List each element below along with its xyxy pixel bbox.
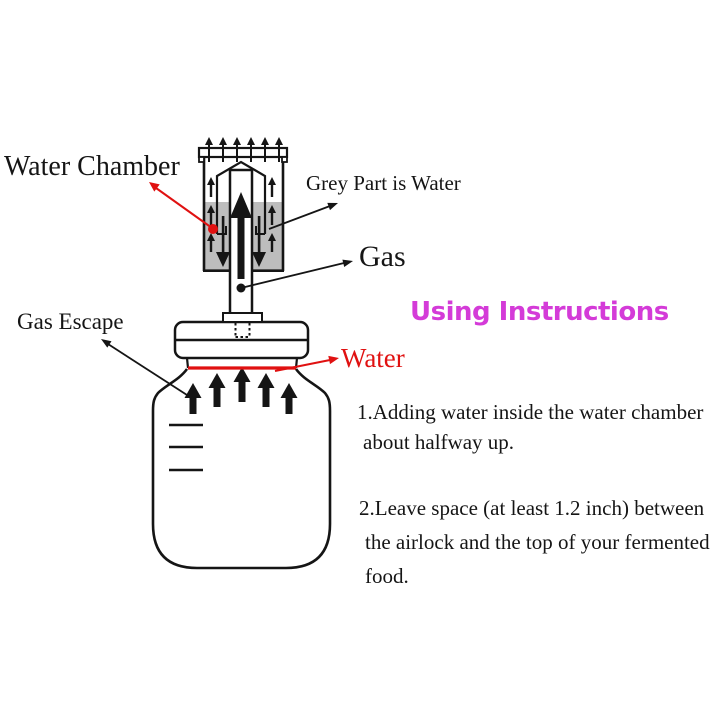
small-up-arrow xyxy=(268,233,276,252)
gas-up-arrow xyxy=(184,383,202,414)
vent-arrow xyxy=(275,137,283,162)
pointer-water-chamber xyxy=(149,182,218,234)
gas-escape-label: Gas Escape xyxy=(17,309,124,334)
cap-vent-arrows xyxy=(205,137,283,162)
instruction-step-1: 1.Adding water inside the water chamber … xyxy=(357,397,703,457)
vent-arrow xyxy=(205,137,213,162)
dome-foot-right xyxy=(255,226,265,235)
lid-skirt-left xyxy=(185,357,190,369)
stem-dashed-insert xyxy=(234,323,251,338)
airlock-cap xyxy=(197,137,289,163)
water-chamber-label: Water Chamber xyxy=(4,151,180,182)
instruction-step-2: 2.Leave space (at least 1.2 inch) betwee… xyxy=(359,491,710,593)
vent-arrow xyxy=(233,137,241,162)
instruction-line: about halfway up. xyxy=(363,430,515,454)
down-arrow xyxy=(252,216,266,267)
jar xyxy=(151,367,332,570)
instruction-line: 2.Leave space (at least 1.2 inch) betwee… xyxy=(359,496,705,520)
vent-arrow xyxy=(261,137,269,162)
pointer-gas xyxy=(236,259,353,293)
pointer-grey-part xyxy=(268,202,338,230)
airlock-outer-body xyxy=(202,157,285,273)
gas-up-arrow xyxy=(257,373,275,407)
jar-volume-marks xyxy=(169,423,203,472)
using-instructions-heading: Using Instructions xyxy=(410,297,669,327)
vent-arrow xyxy=(219,137,227,162)
gas-main-up-arrow xyxy=(230,192,252,279)
water-label: Water xyxy=(341,343,405,373)
gas-up-arrow xyxy=(280,383,298,414)
vent-arrow xyxy=(247,137,255,162)
instruction-line: 1.Adding water inside the water chamber xyxy=(357,400,704,424)
jar-gas-up-arrows xyxy=(184,367,298,414)
gas-label: Gas xyxy=(359,240,406,273)
airlock xyxy=(197,137,289,338)
dome-down-arrows xyxy=(216,216,266,267)
small-up-arrow xyxy=(207,233,215,252)
down-arrow xyxy=(216,216,230,267)
pointer-gas-escape xyxy=(101,339,188,396)
instruction-line: food. xyxy=(365,564,409,588)
small-up-arrow xyxy=(207,177,215,197)
dome-foot-left xyxy=(217,226,227,235)
gas-up-arrow xyxy=(233,367,251,402)
jar-lid xyxy=(173,320,310,370)
instruction-line: the airlock and the top of your fermente… xyxy=(365,530,710,554)
small-up-arrow xyxy=(268,177,276,197)
stem-collar xyxy=(222,312,263,323)
jar-outline xyxy=(151,368,332,570)
small-up-arrow xyxy=(207,205,215,225)
gas-up-arrow xyxy=(208,373,226,407)
channel-up-arrows xyxy=(207,177,276,252)
pointer-water xyxy=(274,355,339,372)
inner-dome xyxy=(215,160,267,235)
grey-part-label: Grey Part is Water xyxy=(306,171,461,195)
small-up-arrow xyxy=(268,205,276,225)
